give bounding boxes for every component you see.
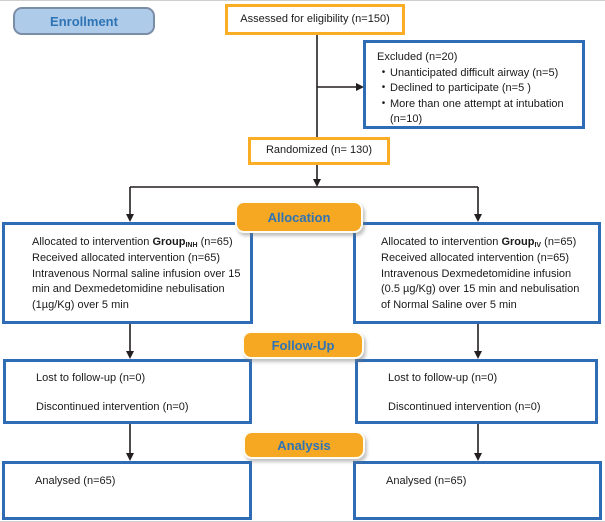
followup-badge: Follow-Up — [242, 331, 364, 359]
excluded-bullet-3: • More than one attempt at intubation (n… — [377, 97, 576, 128]
analysis-badge-label: Analysis — [277, 437, 331, 453]
allocation-iv-details: Received allocated intervention (n=65) I… — [381, 251, 580, 311]
randomized-text: Randomized (n= 130) — [265, 144, 373, 157]
followup-inh-discontinued: Discontinued intervention (n=0) — [36, 400, 189, 413]
group-subscript: IV — [534, 242, 542, 249]
arrowhead-analysis-left — [126, 453, 134, 461]
allocation-box-inh: Allocated to intervention GroupINH (n=65… — [2, 222, 253, 324]
allocation-iv-line1-prefix: Allocated to intervention — [381, 236, 502, 248]
allocation-inh-line1: Allocated to intervention GroupINH (n=65… — [32, 235, 244, 251]
arrowhead-analysis-right — [474, 453, 482, 461]
group-subscript: INH — [185, 242, 198, 249]
enrollment-badge: Enrollment — [13, 7, 155, 35]
bullet-icon: • — [381, 82, 386, 94]
bullet-icon: • — [381, 97, 386, 109]
arrowhead-follow-left — [126, 351, 134, 359]
allocation-iv-line1: Allocated to intervention GroupIV (n=65) — [381, 235, 592, 251]
analysis-inh-text: Analysed (n=65) — [35, 475, 116, 487]
excluded-box: Excluded (n=20) • Unanticipated difficul… — [363, 40, 585, 129]
group-word: Group — [501, 236, 535, 248]
allocation-inh-line1-suffix: (n=65) — [197, 236, 233, 248]
followup-badge-label: Follow-Up — [271, 337, 335, 353]
excluded-bullet-3-text: More than one attempt at intubation (n=1… — [390, 97, 564, 126]
followup-box-inh: Lost to follow-up (n=0) Discontinued int… — [3, 359, 252, 424]
allocation-inh-group: GroupINH — [152, 236, 198, 249]
randomized-box: Randomized (n= 130) — [248, 137, 390, 165]
group-word: Group — [152, 236, 186, 248]
excluded-bullet-2: • Declined to participate (n=5 ) — [377, 81, 576, 97]
allocation-inh-line1-prefix: Allocated to intervention — [32, 236, 153, 248]
followup-iv-lost: Lost to follow-up (n=0) — [388, 372, 498, 384]
analysis-iv-text: Analysed (n=65) — [386, 475, 467, 487]
excluded-bullet-2-text: Declined to participate (n=5 ) — [390, 82, 531, 95]
arrowhead-alloc-right — [474, 214, 482, 222]
analysis-box-inh: Analysed (n=65) — [2, 461, 252, 520]
followup-iv-discontinued: Discontinued intervention (n=0) — [388, 400, 541, 413]
excluded-bullet-1: • Unanticipated difficult airway (n=5) — [377, 66, 576, 82]
excluded-title: Excluded (n=20) — [377, 51, 458, 63]
excluded-bullet-1-text: Unanticipated difficult airway (n=5) — [390, 66, 559, 79]
allocation-badge: Allocation — [235, 201, 363, 233]
allocation-iv-group: GroupIV — [501, 236, 542, 249]
followup-box-iv: Lost to follow-up (n=0) Discontinued int… — [355, 359, 598, 424]
allocation-box-iv: Allocated to intervention GroupIV (n=65)… — [353, 222, 601, 324]
arrowhead-alloc-left — [126, 214, 134, 222]
assessed-eligibility-text: Assessed for eligibility (n=150) — [240, 12, 390, 25]
allocation-badge-label: Allocation — [267, 209, 331, 225]
allocation-iv-line1-suffix: (n=65) — [541, 236, 577, 248]
assessed-eligibility-box: Assessed for eligibility (n=150) — [225, 4, 405, 35]
enrollment-badge-label: Enrollment — [50, 13, 118, 29]
analysis-badge: Analysis — [243, 431, 365, 459]
allocation-inh-details: Received allocated intervention (n=65) I… — [32, 251, 241, 311]
analysis-box-iv: Analysed (n=65) — [353, 461, 602, 520]
bullet-icon: • — [381, 66, 386, 78]
followup-inh-lost: Lost to follow-up (n=0) — [36, 372, 146, 384]
arrowhead-split — [313, 179, 321, 187]
arrowhead-follow-right — [474, 351, 482, 359]
